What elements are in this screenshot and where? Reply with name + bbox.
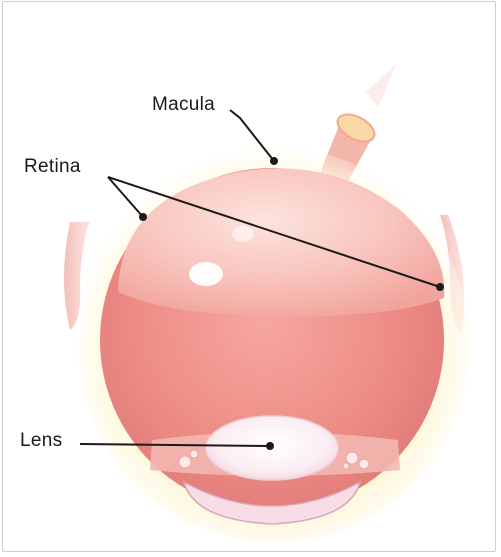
label-macula: Macula [152, 94, 215, 116]
label-retina: Retina [24, 156, 81, 178]
retina-dot-left [139, 213, 147, 221]
retina-dot-right [436, 283, 444, 291]
highlight-large [189, 262, 223, 286]
macula-dot [270, 157, 278, 165]
highlight-small [232, 226, 254, 242]
label-lens: Lens [20, 430, 62, 452]
lens-dot [266, 442, 274, 450]
